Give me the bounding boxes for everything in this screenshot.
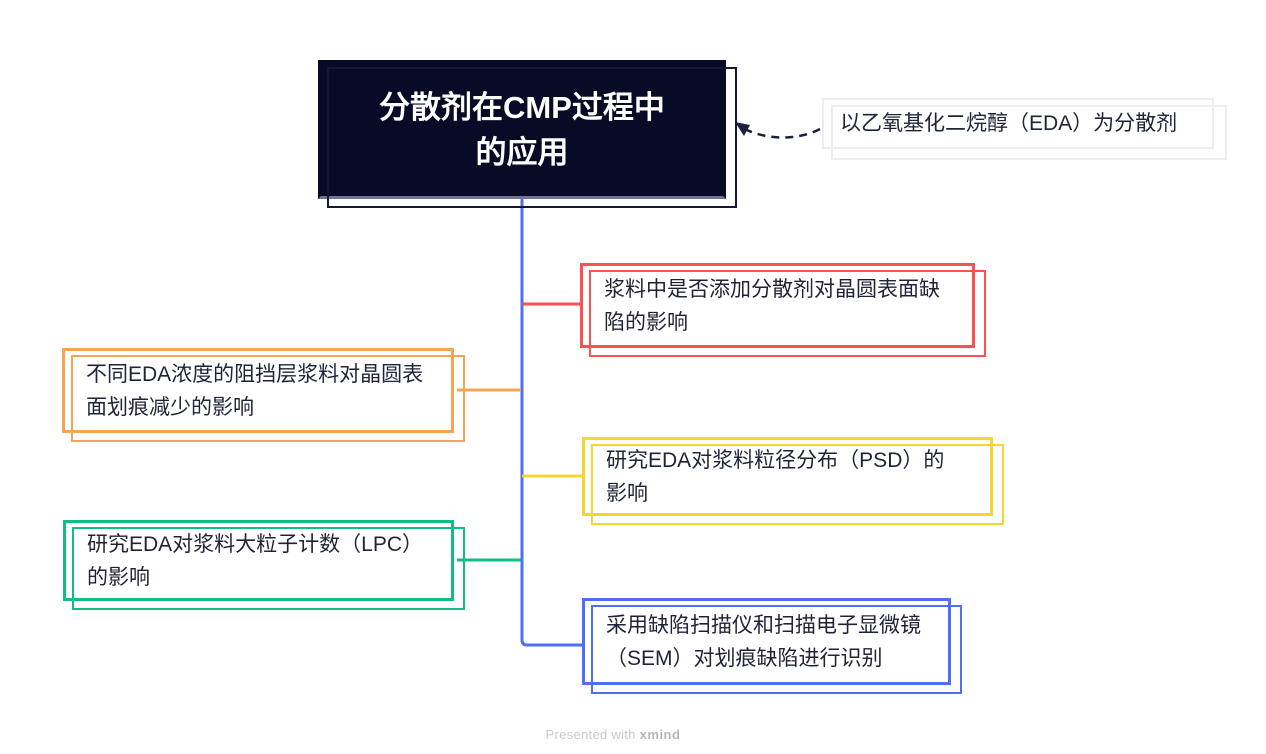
watermark: Presented with xmind xyxy=(0,727,1226,742)
branch-topic-scratch-reduction[interactable]: 不同EDA浓度的阻挡层浆料对晶圆表 面划痕减少的影响 xyxy=(62,348,465,442)
callout-topic-label: 以乙氧基化二烷醇（EDA）为分散剂 xyxy=(840,111,1178,135)
xmind-logo: xmind xyxy=(639,727,681,742)
trunk-connector xyxy=(520,198,584,647)
callout-arrow-line xyxy=(742,126,821,139)
callout-topic[interactable]: 以乙氧基化二烷醇（EDA）为分散剂 xyxy=(822,98,1227,160)
branch-topic-label: 研究EDA对浆料大粒子计数（LPC） 的影响 xyxy=(87,532,424,589)
branch-topic-defects[interactable]: 浆料中是否添加分散剂对晶圆表面缺 陷的影响 xyxy=(580,263,986,357)
branch-topic-sem[interactable]: 采用缺陷扫描仪和扫描电子显微镜 （SEM）对划痕缺陷进行识别 xyxy=(582,598,962,694)
branch-topic-label: 不同EDA浓度的阻挡层浆料对晶圆表 面划痕减少的影响 xyxy=(86,362,424,419)
branch-topic-label: 采用缺陷扫描仪和扫描电子显微镜 （SEM）对划痕缺陷进行识别 xyxy=(606,613,921,670)
watermark-text: Presented with xyxy=(545,727,640,742)
branch-topic-label: 浆料中是否添加分散剂对晶圆表面缺 陷的影响 xyxy=(604,277,940,334)
root-topic[interactable]: 分散剂在CMP过程中 的应用 xyxy=(318,60,737,208)
callout-arrowhead-icon xyxy=(735,122,750,136)
root-topic-label: 分散剂在CMP过程中 的应用 xyxy=(379,89,665,170)
branch-topic-lpc[interactable]: 研究EDA对浆料大粒子计数（LPC） 的影响 xyxy=(63,520,465,610)
branch-topic-label: 研究EDA对浆料粒径分布（PSD）的 影响 xyxy=(606,448,945,505)
branch-topic-psd[interactable]: 研究EDA对浆料粒径分布（PSD）的 影响 xyxy=(582,437,1004,525)
